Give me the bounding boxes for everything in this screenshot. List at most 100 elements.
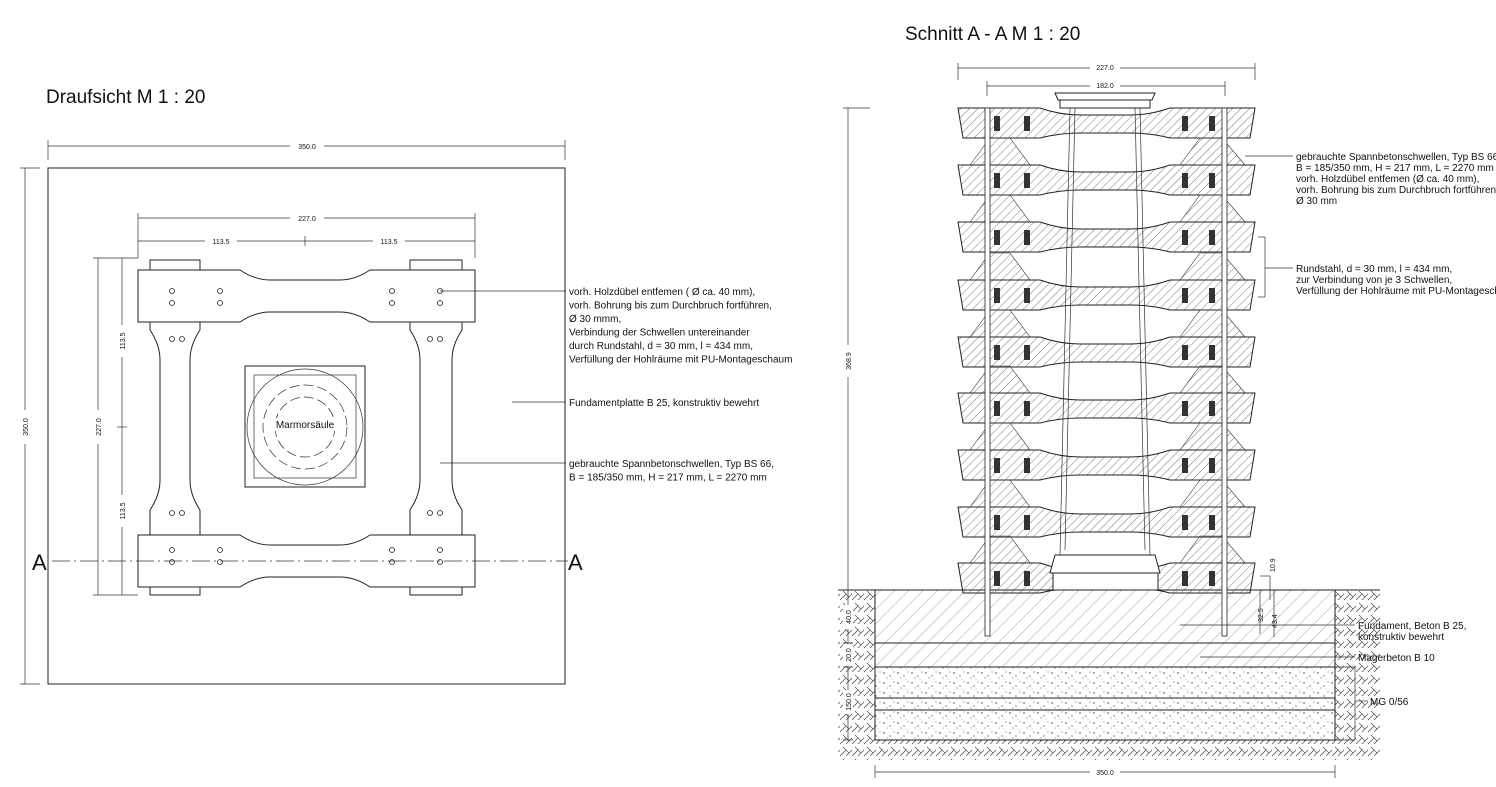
dowel-slot xyxy=(1182,515,1188,530)
note-line: Magerbeton B 10 xyxy=(1358,653,1435,664)
dowel-slot xyxy=(1024,401,1030,416)
svg-text:350.0: 350.0 xyxy=(298,144,316,151)
note-dowel: vorh. Holzdübel entfemen ( Ø ca. 40 mm),… xyxy=(569,287,792,366)
svg-text:40.0: 40.0 xyxy=(846,610,853,624)
dowel-hole xyxy=(169,547,175,553)
note-line: MG 0/56 xyxy=(1370,697,1409,708)
dowel-slot xyxy=(994,458,1000,473)
note-gravel: MG 0/56 xyxy=(1370,697,1409,708)
sleeper-shoulder xyxy=(969,252,1031,281)
dowel-hole xyxy=(169,559,175,565)
sleeper-shoulder xyxy=(1179,252,1246,281)
sleeper-shoulder xyxy=(969,365,1031,394)
svg-text:150.0: 150.0 xyxy=(846,693,853,711)
svg-text:350.0: 350.0 xyxy=(1096,770,1114,777)
dowel-hole xyxy=(217,559,223,565)
note-line: Ø 30 mmm, xyxy=(569,314,621,325)
dowel-slot xyxy=(994,401,1000,416)
plan-title: Draufsicht M 1 : 20 xyxy=(46,87,205,108)
sleeper-shoulder xyxy=(969,535,1031,564)
sleeper-section xyxy=(957,449,1256,481)
sleeper-shoulder xyxy=(1179,422,1246,451)
note-line: vorh. Holzdübel entfemen ( Ø ca. 40 mm), xyxy=(569,287,755,298)
dowel-slot xyxy=(1209,458,1215,473)
sleeper-shoulder xyxy=(1179,194,1246,223)
dowel-slot xyxy=(1024,515,1030,530)
dowel-hole xyxy=(427,510,433,516)
section-title: Schnitt A - A M 1 : 20 xyxy=(905,24,1080,45)
steel-rods xyxy=(984,107,1228,637)
dowel-slot xyxy=(1209,345,1215,360)
dowel-slot xyxy=(1209,288,1215,303)
dowel-hole xyxy=(169,300,175,306)
dowel-slot xyxy=(994,230,1000,245)
svg-text:227.0: 227.0 xyxy=(96,418,103,436)
marble-column-section xyxy=(1049,92,1161,591)
note-line: konstruktiv bewehrt xyxy=(1358,632,1444,643)
dowel-hole xyxy=(217,547,223,553)
note-foundation: Fundament, Beton B 25,konstruktiv bewehr… xyxy=(1358,621,1466,643)
dowel-slot xyxy=(1182,345,1188,360)
dowel-hole xyxy=(437,510,443,516)
sleeper-shoulder xyxy=(1179,137,1246,166)
dowel-slot xyxy=(994,288,1000,303)
note-line: Ø 30 mm xyxy=(1296,196,1337,207)
svg-text:113.5: 113.5 xyxy=(213,239,230,246)
sleeper-shoulder xyxy=(969,137,1031,166)
note-line: vorh. Bohrung bis zum Durchbruch fortfüh… xyxy=(1296,185,1496,196)
svg-text:227.0: 227.0 xyxy=(1096,65,1114,72)
dowel-slot xyxy=(1024,116,1030,131)
svg-text:A: A xyxy=(568,550,583,575)
foundation-slab xyxy=(47,167,566,685)
plan-annotations: vorh. Holzdübel entfemen ( Ø ca. 40 mm),… xyxy=(440,287,792,484)
sleeper-shoulder xyxy=(969,309,1031,338)
svg-text:113.5: 113.5 xyxy=(120,502,127,519)
dimension-height: 368.9 xyxy=(843,107,870,590)
sleeper-section xyxy=(957,392,1256,424)
dowel-slot xyxy=(994,571,1000,586)
dowel-hole xyxy=(217,288,223,294)
dowel-hole xyxy=(169,336,175,342)
dowel-slot xyxy=(1182,288,1188,303)
svg-text:43.4: 43.4 xyxy=(1272,614,1279,628)
sleeper-stack xyxy=(957,107,1256,594)
note-sleepers-section: gebrauchte Spannbetonschwellen, Typ BS 6… xyxy=(1296,152,1496,207)
note-line: B = 185/350 mm, H = 217 mm, L = 2270 mm xyxy=(1296,163,1494,174)
note-line: Verbindung der Schwellen untereinander xyxy=(569,328,750,339)
dowel-hole xyxy=(437,547,443,553)
dimension-overall-height: 350.0 xyxy=(20,167,40,685)
dowel-slot xyxy=(1209,116,1215,131)
dimension-top: 227.0 182.0 xyxy=(957,63,1256,96)
svg-text:113.5: 113.5 xyxy=(381,239,398,246)
dimension-layers: 40.0 20.0 150.0 350.0 10.9 32.5 43.4 xyxy=(843,558,1336,778)
note-line: B = 185/350 mm, H = 217 mm, L = 2270 mm xyxy=(569,473,767,484)
svg-text:227.0: 227.0 xyxy=(298,216,316,223)
svg-text:113.5: 113.5 xyxy=(120,332,127,349)
dowel-slot xyxy=(1209,173,1215,188)
note-lean-concrete: Magerbeton B 10 xyxy=(1358,653,1435,664)
dowel-hole xyxy=(179,336,185,342)
note-line: Fundamentplatte B 25, konstruktiv bewehr… xyxy=(569,398,759,409)
dowel-hole xyxy=(437,559,443,565)
dowel-hole xyxy=(389,300,395,306)
dimension-overall-width: 350.0 xyxy=(47,140,566,160)
dowel-slot xyxy=(1182,230,1188,245)
dowel-hole xyxy=(169,288,175,294)
dimension-inner-height: 227.0 113.5 113.5 xyxy=(93,257,138,596)
dowel-hole xyxy=(437,300,443,306)
note-line: durch Rundstahl, d = 30 mm, l = 434 mm, xyxy=(569,341,753,352)
column-label: Marmorsäule xyxy=(276,420,335,431)
sleeper-shoulder xyxy=(1179,365,1246,394)
svg-text:A: A xyxy=(32,550,47,575)
dowel-hole xyxy=(169,510,175,516)
dowel-hole xyxy=(217,300,223,306)
dowel-slot xyxy=(1182,401,1188,416)
note-sleepers-plan: gebrauchte Spannbetonschwellen, Typ BS 6… xyxy=(569,459,774,484)
note-line: Fundament, Beton B 25, xyxy=(1358,621,1466,632)
section-line-a-a: A A xyxy=(32,550,583,575)
dowel-slot xyxy=(1182,571,1188,586)
dimension-inner-width: 227.0 113.5 113.5 xyxy=(137,213,476,258)
dowel-hole xyxy=(179,510,185,516)
svg-text:32.5: 32.5 xyxy=(1258,608,1265,622)
